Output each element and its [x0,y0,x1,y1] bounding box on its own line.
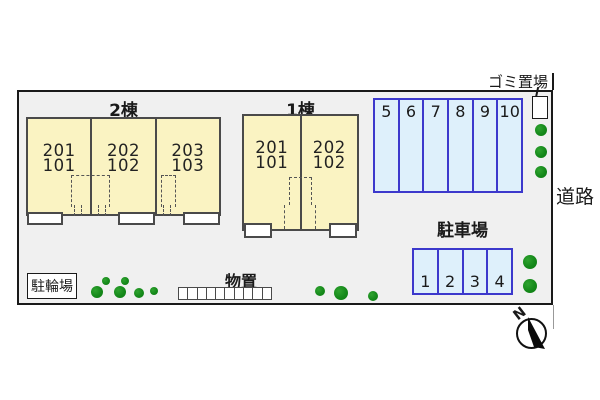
tree-icon [91,286,103,298]
stair-outline [161,175,176,207]
stall-number: 5 [381,102,392,121]
porch [27,212,63,225]
parking-stall-5: 5 [375,100,400,191]
stall-number: 1 [420,272,431,291]
road-label: 道路 [556,186,595,208]
unit-upper-number: 202 [106,141,140,160]
porch [329,223,357,238]
unit-upper-number: 201 [255,138,289,157]
building-1: 201 101 202 102 [242,114,359,231]
stall-number: 8 [455,102,466,121]
stair-outline [74,205,82,216]
storage-unit-cell [252,288,261,299]
tree-icon [114,286,126,298]
unit-numbers: 202 102 [92,141,154,175]
parking-stall-9: 9 [474,100,499,191]
stair-outline [289,177,312,205]
unit-2-203-103: 203 103 [157,119,219,214]
stair-outline [71,175,110,207]
unit-upper-number: 202 [312,138,346,157]
storage-unit-cell [224,288,233,299]
stair-outline [163,205,171,216]
parking-stall-2: 2 [439,250,464,293]
storage-unit-cell [205,288,215,299]
storage-unit-cell [187,288,196,299]
unit-2-202-102: 202 102 [92,119,157,214]
unit-1-201-101: 201 101 [244,116,302,229]
parking-stall-4: 4 [488,250,511,293]
unit-lower-number: 102 [106,156,140,175]
unit-1-202-102: 202 102 [302,116,358,229]
unit-2-201-101: 201 101 [28,119,93,214]
unit-numbers: 201 101 [28,141,90,175]
parking-stall-3: 3 [464,250,489,293]
compass-needle-icon [528,317,545,349]
parking-stall-1: 1 [414,250,439,293]
stall-number: 9 [479,102,491,121]
parking-row-lower: 1 2 3 4 [412,248,513,295]
storage-unit-cell [261,288,271,299]
porch [183,212,220,225]
porch [244,223,272,238]
garbage-label: ゴミ置場 [488,73,549,91]
bicycle-parking-label: 駐輪場 [31,279,73,295]
tree-icon [523,255,537,269]
garbage-leader-line [552,73,554,90]
tree-icon [102,277,110,285]
stall-number: 7 [430,102,441,121]
storage-unit-cell [179,288,187,299]
storage-unit-cell [196,288,206,299]
storage-label: 物置 [225,272,258,291]
tree-icon [315,286,325,296]
road-edge-line [552,305,554,329]
unit-numbers: 201 101 [244,138,300,172]
building-2-title: 2棟 [109,101,138,121]
tree-icon [368,291,378,301]
stall-number: 4 [494,272,505,291]
unit-lower-number: 102 [312,153,346,172]
unit-lower-number: 101 [42,156,76,175]
parking-row-upper: 5 6 7 8 9 10 [373,98,523,193]
unit-upper-number: 201 [42,141,76,160]
tree-icon [523,279,537,293]
unit-lower-number: 101 [255,153,289,172]
tree-icon [121,277,129,285]
tree-icon [334,286,348,300]
stall-number: 2 [445,272,456,291]
parking-label: 駐車場 [437,221,488,241]
storage-unit-cell [243,288,252,299]
building-2: 201 101 202 102 203 103 [26,117,221,216]
stair-outline [284,205,316,229]
parking-stall-6: 6 [400,100,425,191]
garbage-box [532,96,548,119]
stall-number: 6 [405,102,417,121]
bicycle-parking-box: 駐輪場 [27,273,77,299]
tree-icon [134,288,144,298]
storage-unit-cell [233,288,243,299]
stair-outline [98,205,106,216]
unit-upper-number: 203 [171,141,205,160]
parking-stall-7: 7 [424,100,450,191]
unit-numbers: 202 102 [302,138,358,172]
unit-lower-number: 103 [171,156,205,175]
tree-icon [535,146,547,158]
tree-icon [535,124,547,136]
parking-stall-8: 8 [449,100,474,191]
tree-icon [150,287,158,295]
stall-number: 3 [469,272,480,291]
storage-unit-cell [215,288,224,299]
porch [118,212,155,225]
tree-icon [535,166,547,178]
stall-number: 10 [499,102,520,121]
parking-stall-10: 10 [498,100,521,191]
unit-numbers: 203 103 [157,141,219,175]
storage-units [178,287,272,300]
